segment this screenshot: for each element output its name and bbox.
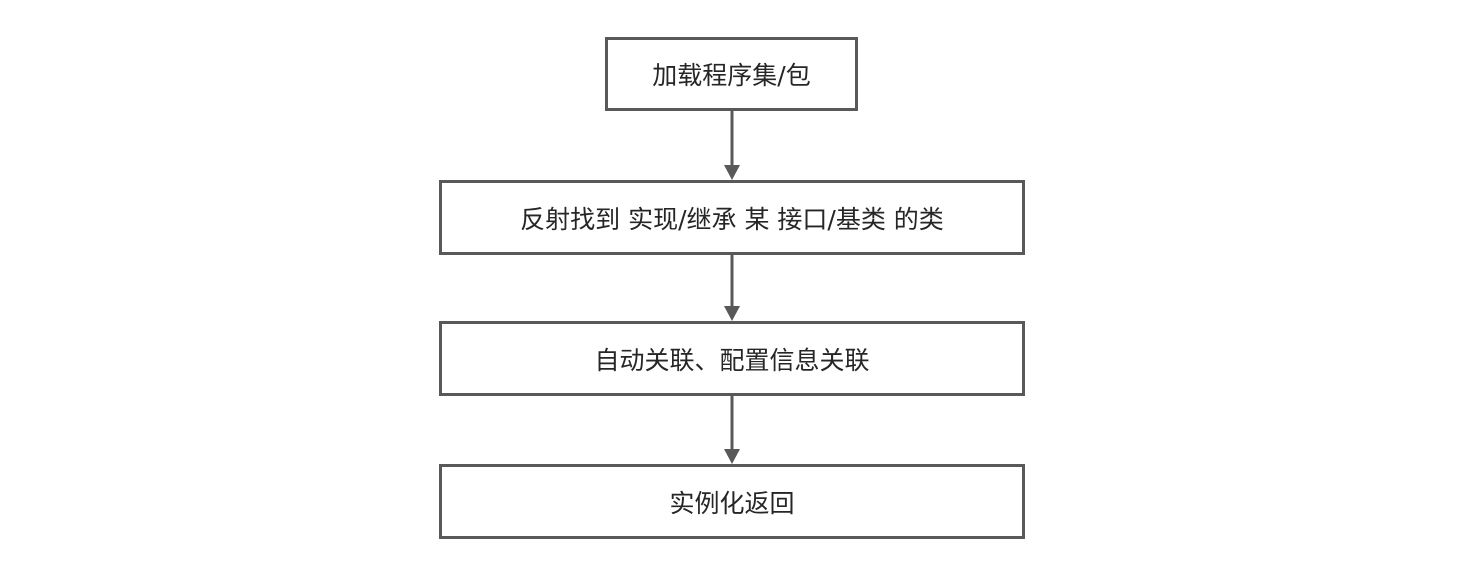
step-load-assembly-label: 加载程序集/包: [652, 61, 811, 90]
arrow-step2-to-step3: [724, 255, 740, 321]
step-auto-associate-box: 自动关联、配置信息关联: [439, 321, 1025, 396]
step-reflect-find-classes-label: 反射找到 实现/继承 某 接口/基类 的类: [520, 204, 944, 234]
step-load-assembly-box: 加载程序集/包: [605, 37, 858, 111]
step-instantiate-return-label: 实例化返回: [669, 488, 795, 518]
arrow-step3-to-step4: [724, 396, 740, 464]
step-reflect-find-classes-box: 反射找到 实现/继承 某 接口/基类 的类: [439, 180, 1025, 255]
step-auto-associate-label: 自动关联、配置信息关联: [594, 345, 870, 375]
arrow-step1-to-step2: [724, 111, 740, 180]
step-instantiate-return-box: 实例化返回: [439, 464, 1025, 539]
